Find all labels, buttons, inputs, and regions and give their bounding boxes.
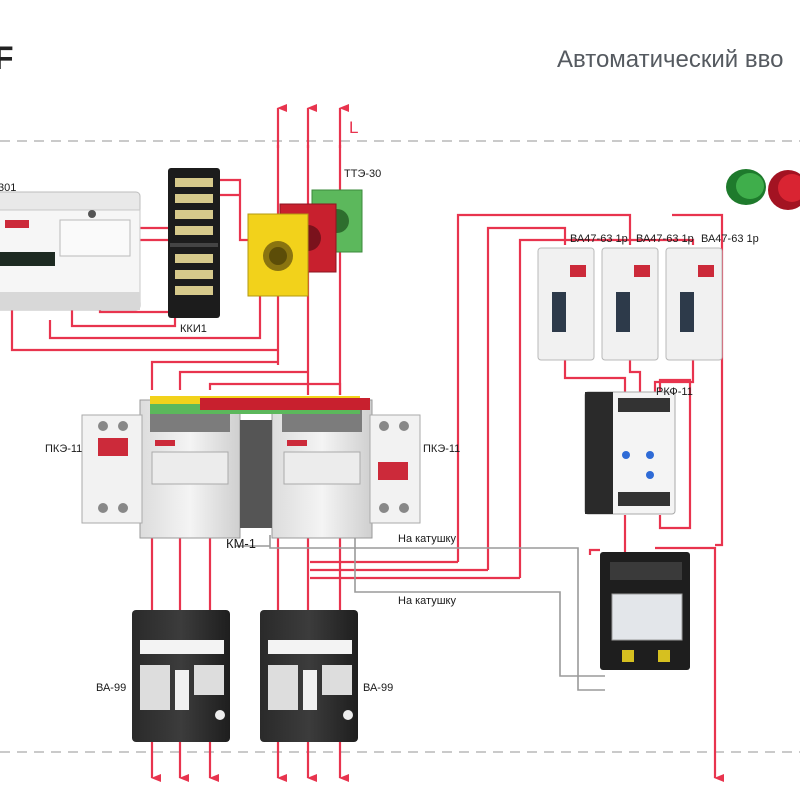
va99-left-label: ВА-99 bbox=[96, 682, 127, 694]
pke11-left-label: ПКЭ-11 bbox=[45, 443, 83, 455]
coil-label-1: На катушку bbox=[398, 533, 456, 545]
kki1-label: ККИ1 bbox=[180, 323, 207, 335]
contactor-km2 bbox=[271, 399, 373, 539]
contactor-km1 bbox=[139, 399, 241, 539]
intermediate-relay bbox=[600, 552, 690, 670]
indicator-lamps bbox=[726, 169, 800, 210]
va47-label-1: ВА47-63 1р bbox=[570, 233, 628, 245]
kki1-terminal-block bbox=[168, 168, 220, 318]
interlock-bar bbox=[150, 396, 370, 528]
coil-label-2: На катушку bbox=[398, 595, 456, 607]
meter-label: 301 bbox=[0, 182, 17, 194]
va99-breaker-left bbox=[132, 610, 230, 742]
tte30-label: ТТЭ-30 bbox=[344, 168, 382, 180]
va47-label-2: ВА47-63 1р bbox=[636, 233, 694, 245]
va47-breaker-1 bbox=[537, 247, 595, 361]
gray-wires bbox=[235, 535, 605, 691]
rkf11-label: РКФ-11 bbox=[656, 386, 693, 398]
current-transformers bbox=[247, 189, 363, 297]
electric-meter bbox=[0, 191, 141, 311]
phase-label: L bbox=[349, 118, 359, 137]
pke11-right-label: ПКЭ-11 bbox=[423, 443, 461, 455]
pke11-right bbox=[369, 414, 421, 524]
va47-breaker-3 bbox=[665, 247, 723, 361]
va47-label-3: ВА47-63 1р bbox=[701, 233, 759, 245]
va99-breaker-right bbox=[260, 610, 358, 742]
rkf11-relay bbox=[584, 391, 676, 515]
page-title: Автоматический вво bbox=[557, 46, 784, 73]
va47-breaker-2 bbox=[601, 247, 659, 361]
logo-fragment: F bbox=[0, 40, 14, 76]
km1-label: КМ-1 bbox=[226, 536, 256, 551]
va99-right-label: ВА-99 bbox=[363, 682, 394, 694]
pke11-left bbox=[81, 414, 143, 524]
